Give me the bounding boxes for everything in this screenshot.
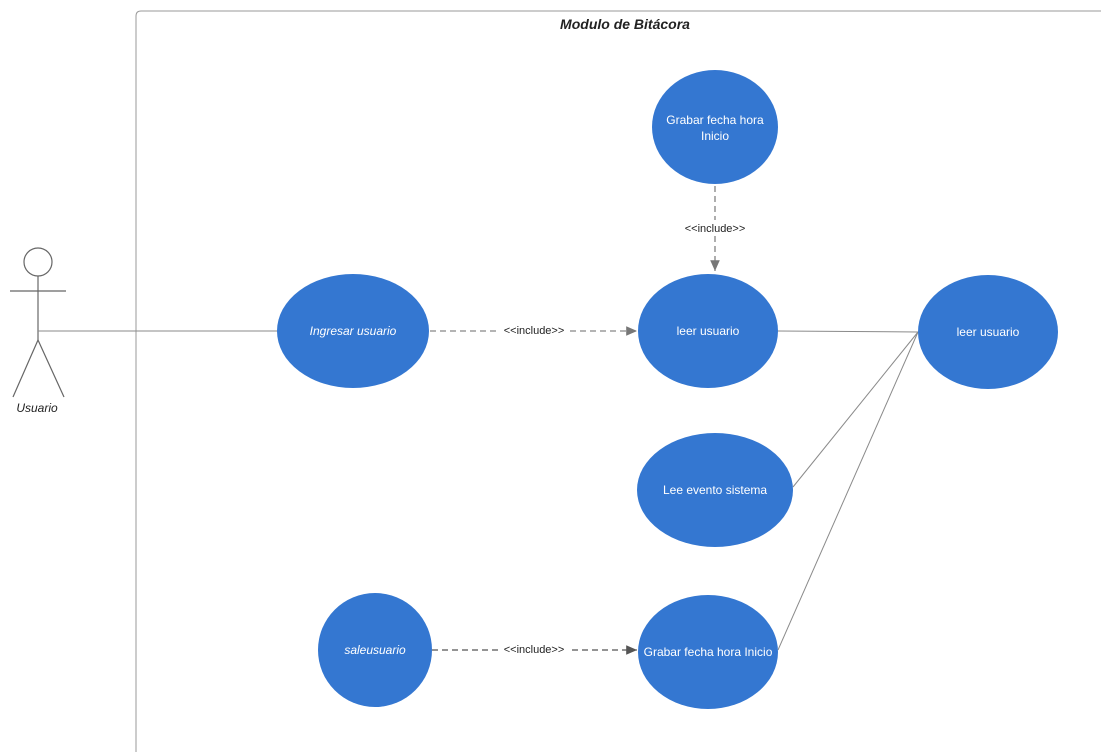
usecase-grabar-top-line1: Grabar fecha hora — [666, 113, 764, 127]
usecase-leer-right-label: leer usuario — [957, 325, 1020, 339]
system-boundary: Modulo de Bitácora — [135, 10, 1101, 752]
actor-usuario[interactable]: Usuario — [10, 247, 66, 415]
include-top-label: <<include>> — [685, 223, 746, 235]
association-grabar-bottom-right[interactable] — [777, 331, 919, 651]
include-middle-label: <<include>> — [504, 325, 565, 337]
usecase-grabar-bottom-label: Grabar fecha hora Inicio — [644, 645, 773, 659]
usecase-leer-usuario-center[interactable]: leer usuario — [638, 274, 778, 388]
include-middle-relation[interactable]: <<include>> — [430, 323, 637, 339]
include-top-relation[interactable]: <<include>> — [680, 186, 750, 271]
association-lee-evento-right[interactable] — [792, 331, 919, 488]
actor-right-leg — [37, 339, 65, 398]
usecase-ingresar-usuario[interactable]: Ingresar usuario — [277, 274, 429, 388]
usecase-grabar-top-line2: Inicio — [701, 129, 729, 143]
usecase-saleusuario[interactable]: saleusuario — [318, 593, 432, 707]
usecase-ingresar-label: Ingresar usuario — [310, 324, 397, 338]
actor-label: Usuario — [16, 401, 58, 415]
actor-head — [23, 247, 53, 277]
usecase-leer-center-label: leer usuario — [677, 324, 740, 338]
association-leer-center-right[interactable] — [777, 330, 919, 333]
usecase-lee-evento-sistema[interactable]: Lee evento sistema — [637, 433, 793, 547]
include-bottom-relation[interactable]: <<include>> — [432, 642, 637, 658]
actor-left-leg — [12, 339, 39, 398]
include-bottom-label: <<include>> — [504, 644, 565, 656]
usecase-lee-evento-label: Lee evento sistema — [663, 483, 767, 497]
usecase-grabar-top[interactable]: Grabar fecha hora Inicio — [652, 70, 778, 184]
usecase-sale-label: saleusuario — [344, 643, 406, 657]
usecase-grabar-bottom[interactable]: Grabar fecha hora Inicio — [638, 595, 778, 709]
usecase-leer-usuario-right[interactable]: leer usuario — [918, 275, 1058, 389]
system-title: Modulo de Bitácora — [560, 16, 690, 32]
